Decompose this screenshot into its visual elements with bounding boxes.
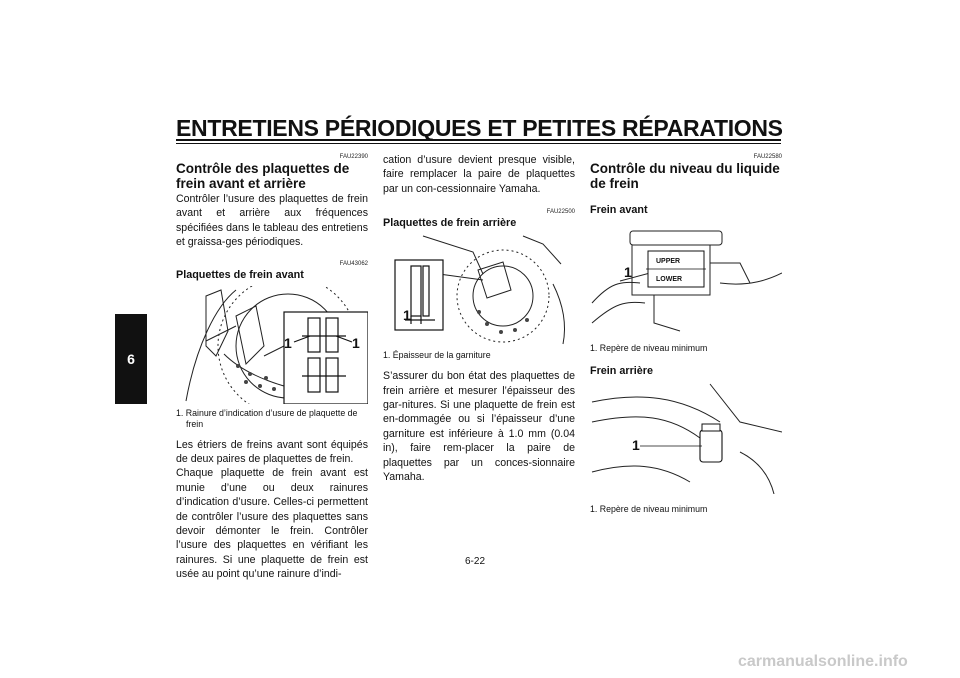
figure-caption: 1. Rainure d’indication d’usure de plaqu…	[176, 407, 358, 429]
section-code: FAU43062	[339, 260, 368, 267]
subsection-heading: Plaquettes de frein avant	[176, 268, 304, 281]
section-heading: Contrôle du niveau du liquide de frein	[590, 161, 780, 191]
figure-callout: 1	[632, 437, 640, 453]
rear-brake-pad-figure: 1	[383, 234, 575, 347]
section-heading: Contrôle des plaquettes de frein avant e…	[176, 161, 350, 191]
figure-callout-left: 1	[284, 334, 292, 351]
figure-callout: 1	[403, 307, 411, 324]
upper-mark-label: UPPER	[656, 258, 681, 265]
front-reservoir-illustration	[591, 230, 782, 332]
page-header-title: ENTRETIENS PÉRIODIQUES ET PETITES RÉPARA…	[176, 115, 783, 141]
header-rule-thin	[176, 143, 781, 144]
paragraph: cation d’usure devient presque visible, …	[383, 154, 575, 195]
column-1: FAU22390 Contrôle des plaquettes de frei…	[176, 153, 368, 582]
column-2: cation d’usure devient presque visible, …	[383, 153, 575, 484]
figure-caption: 1. Repère de niveau minimum	[590, 504, 708, 514]
paragraph: Contrôler l’usure des plaquettes de frei…	[176, 193, 368, 249]
column-3: FAU22580 Contrôle du niveau du liquide d…	[590, 153, 782, 515]
section-code: FAU22390	[339, 154, 368, 160]
rear-reservoir-illustration	[591, 383, 782, 494]
lower-mark-label: LOWER	[656, 276, 683, 283]
paragraph: Les étriers de freins avant sont équipés…	[176, 438, 368, 466]
rear-brake-reservoir-figure: 1	[590, 382, 782, 494]
figure-callout-right: 1	[352, 334, 360, 351]
header-rule	[176, 139, 781, 141]
front-brake-illustration	[185, 285, 368, 404]
paragraph: S’assurer du bon état des plaquettes de …	[383, 370, 575, 484]
watermark: carmanualsonline.info	[738, 653, 908, 670]
paragraph: Chaque plaquette de frein avant est muni…	[176, 467, 368, 581]
page-number: 6-22	[465, 556, 486, 567]
subsection-heading: Plaquettes de frein arrière	[383, 217, 517, 230]
section-code: FAU22500	[546, 209, 575, 216]
subsection-heading: Frein avant	[590, 204, 648, 216]
front-brake-pad-figure: 1 1	[176, 285, 368, 404]
figure-caption: 1. Épaisseur de la garniture	[383, 350, 491, 361]
front-brake-reservoir-figure: UPPER LOWER 1	[590, 223, 782, 335]
section-code: FAU22580	[753, 154, 782, 160]
chapter-tab: 6	[115, 314, 147, 404]
subsection-heading: Frein arrière	[590, 365, 654, 377]
rear-brake-illustration	[394, 235, 566, 345]
figure-callout: 1	[624, 264, 632, 280]
figure-caption: 1. Repère de niveau minimum	[590, 343, 708, 353]
